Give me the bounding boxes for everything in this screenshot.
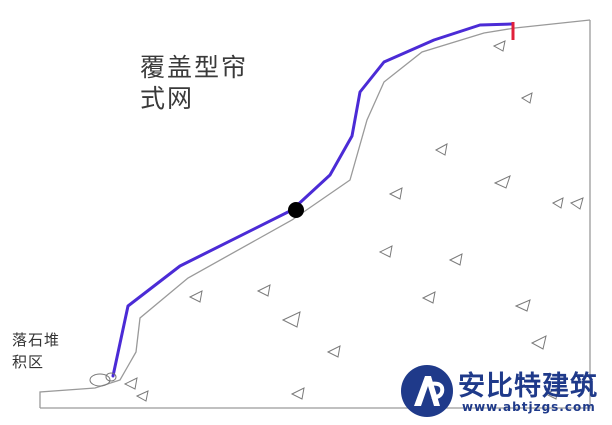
watermark-name: 安比特建筑 xyxy=(458,371,598,402)
rockfall-zone-label-line1: 落石堆 xyxy=(12,331,61,349)
abt-logo-icon xyxy=(401,365,453,417)
slope-outline xyxy=(39,19,591,408)
rock-pile xyxy=(89,372,117,387)
ground-line xyxy=(40,20,591,409)
rockfall-zone-label: 落石堆 积区 xyxy=(12,330,60,374)
net-type-label-line2: 式网 xyxy=(140,84,195,114)
watermark-logo: 安比特建筑 www.abtjzgs.com xyxy=(400,362,612,422)
net-type-label-line1: 覆盖型帘 xyxy=(140,53,249,82)
rock-texture xyxy=(123,40,584,402)
rockfall-zone-label-line2: 积区 xyxy=(12,352,45,371)
watermark-url: www.abtjzgs.com xyxy=(462,400,596,414)
net-type-label: 覆盖型帘 式网 xyxy=(140,52,248,115)
covering-net xyxy=(111,22,514,378)
boulder xyxy=(288,202,304,218)
